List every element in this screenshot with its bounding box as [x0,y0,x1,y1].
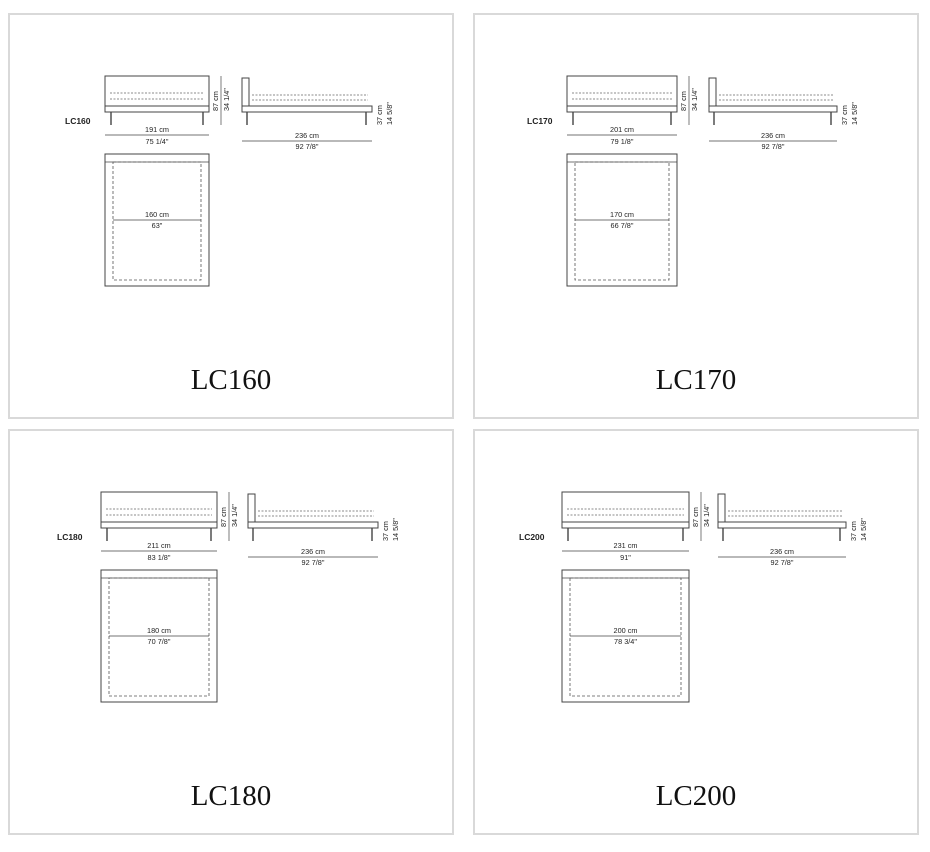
side-length-cm-label: 236 cm [761,131,785,140]
front-elevation [104,75,210,125]
model-caption: LC170 [655,364,737,396]
mattress-width-in-label: 63" [152,221,163,230]
front-elevation [561,491,690,541]
bed-panel-lc200: LC200 87 cm 34 1/4" 231 cm 91" 236 cm [473,429,919,835]
front-width-in-label: 83 1/8" [148,553,171,562]
side-height-in-label: 14 5/8" [859,518,868,541]
side-elevation [717,493,847,541]
model-label: LC160 [65,116,91,126]
mattress-width-cm-label: 170 cm [610,210,634,219]
model-label: LC180 [57,532,83,542]
height-cm-label: 87 cm [219,507,228,527]
side-length-cm-label: 236 cm [301,547,325,556]
model-caption: LC200 [655,780,737,812]
front-elevation [100,491,218,541]
side-length-in-label: 92 7/8" [762,142,785,151]
front-width-in-label: 75 1/4" [146,137,169,146]
front-width-in-label: 79 1/8" [611,137,634,146]
side-elevation [708,77,838,125]
bed-panel-lc180: LC180 87 cm 34 1/4" 211 cm 83 1/8" 23 [8,429,454,835]
height-cm-label: 87 cm [211,91,220,111]
mattress-width-in-label: 78 3/4" [614,637,637,646]
height-cm-label: 87 cm [679,91,688,111]
height-in-label: 34 1/4" [230,504,239,527]
bed-dimension-drawing: LC170 87 cm 34 1/4" 201 cm 79 1/8" 23 [527,75,859,287]
side-height-in-label: 14 5/8" [385,102,394,125]
side-height-cm-label: 37 cm [840,105,849,125]
front-width-cm-label: 201 cm [610,125,634,134]
side-elevation [247,493,379,541]
bed-dimension-drawing: LC180 87 cm 34 1/4" 211 cm 83 1/8" 23 [57,491,400,703]
plan-view [566,153,678,287]
plan-view [104,153,210,287]
model-label: LC170 [527,116,553,126]
bed-panel-lc170: LC170 87 cm 34 1/4" 201 cm 79 1/8" 23 [473,13,919,419]
mattress-width-cm-label: 200 cm [614,626,638,635]
bed-dimension-drawing: LC200 87 cm 34 1/4" 231 cm 91" 236 cm [519,491,868,703]
plan-view [100,569,218,703]
side-height-in-label: 14 5/8" [850,102,859,125]
model-label: LC200 [519,532,545,542]
side-height-cm-label: 37 cm [849,521,858,541]
mattress-width-in-label: 70 7/8" [148,637,171,646]
side-height-cm-label: 37 cm [375,105,384,125]
front-width-in-label: 91" [620,553,631,562]
front-width-cm-label: 211 cm [147,541,170,550]
mattress-width-in-label: 66 7/8" [611,221,634,230]
front-width-cm-label: 231 cm [614,541,638,550]
side-length-in-label: 92 7/8" [296,142,319,151]
side-length-cm-label: 236 cm [295,131,319,140]
height-in-label: 34 1/4" [702,504,711,527]
side-elevation [241,77,373,125]
side-height-in-label: 14 5/8" [391,518,400,541]
model-caption: LC160 [190,364,272,396]
mattress-width-cm-label: 180 cm [147,626,171,635]
side-height-cm-label: 37 cm [381,521,390,541]
bed-dimension-drawing: LC160 87 cm 34 1/4" 191 cm 75 1/4" 23 [65,75,394,287]
height-in-label: 34 1/4" [222,88,231,111]
side-length-in-label: 92 7/8" [771,558,794,567]
height-in-label: 34 1/4" [690,88,699,111]
side-length-in-label: 92 7/8" [302,558,325,567]
plan-view [561,569,690,703]
mattress-width-cm-label: 160 cm [145,210,169,219]
front-width-cm-label: 191 cm [145,125,169,134]
height-cm-label: 87 cm [691,507,700,527]
front-elevation [566,75,678,125]
side-length-cm-label: 236 cm [770,547,794,556]
bed-panel-lc160: LC160 87 cm 34 1/4" 191 cm 75 1/4" 23 [8,13,454,419]
model-caption: LC180 [190,780,272,812]
